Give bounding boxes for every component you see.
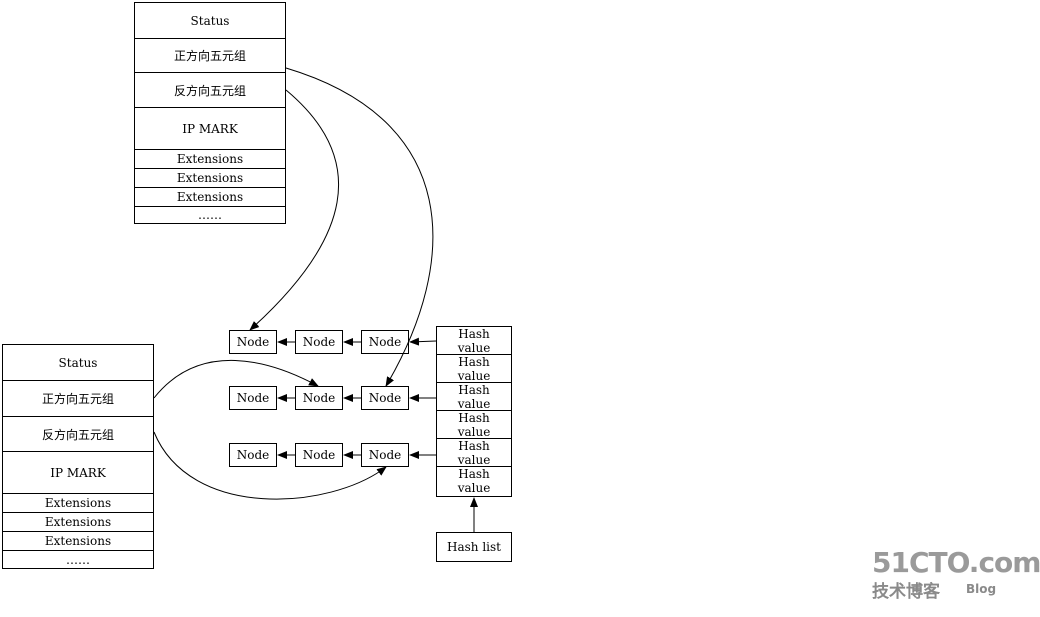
arrow-hash-to-node xyxy=(409,337,437,346)
row-ip-mark: IP MARK xyxy=(3,452,153,494)
watermark-logo: 51CTO.com 技术博客 Blog xyxy=(872,548,1040,608)
row-extensions: Extensions xyxy=(3,513,153,532)
watermark-sub: 技术博客 xyxy=(872,582,940,602)
node-r2-c3: Node xyxy=(361,386,409,410)
row-reverse-tuple: 反方向五元组 xyxy=(3,417,153,452)
curve-bottom-reverse xyxy=(153,431,387,500)
row-ellipsis: …… xyxy=(198,208,222,222)
row-forward-tuple: 正方向五元组 xyxy=(3,381,153,417)
conntrack-top: Status 正方向五元组 反方向五元组 IP MARK Extensions … xyxy=(134,2,286,224)
curve-top-forward xyxy=(285,67,434,387)
hash-list-box: Hash list xyxy=(436,532,512,562)
row-extensions: Extensions xyxy=(135,169,285,188)
node-r2-c1: Node xyxy=(229,386,277,410)
curve-top-reverse xyxy=(249,89,340,331)
node-r3-c2: Node xyxy=(295,443,343,467)
row-ellipsis: …… xyxy=(66,552,90,567)
row-status: Status xyxy=(3,345,153,381)
row-ip-mark: IP MARK xyxy=(135,108,285,150)
node-r1-c2: Node xyxy=(295,330,343,354)
connector-layer xyxy=(153,67,478,532)
row-forward-tuple: 正方向五元组 xyxy=(135,39,285,73)
conntrack-bottom: Status 正方向五元组 反方向五元组 IP MARK Extensions … xyxy=(2,344,154,569)
node-r1-c3: Node xyxy=(361,330,409,354)
watermark-main: 51CTO.com xyxy=(872,546,1040,579)
curve-bottom-forward xyxy=(153,359,319,399)
row-extensions: Extensions xyxy=(135,188,285,207)
node-r3-c1: Node xyxy=(229,443,277,467)
watermark-blog: Blog xyxy=(966,582,997,596)
node-r1-c1: Node xyxy=(229,330,277,354)
row-extensions: Extensions xyxy=(3,532,153,551)
row-extensions: Extensions xyxy=(3,494,153,513)
row-extensions: Extensions xyxy=(135,150,285,169)
row-reverse-tuple: 反方向五元组 xyxy=(135,73,285,108)
node-r2-c2: Node xyxy=(295,386,343,410)
row-status: Status xyxy=(135,3,285,39)
